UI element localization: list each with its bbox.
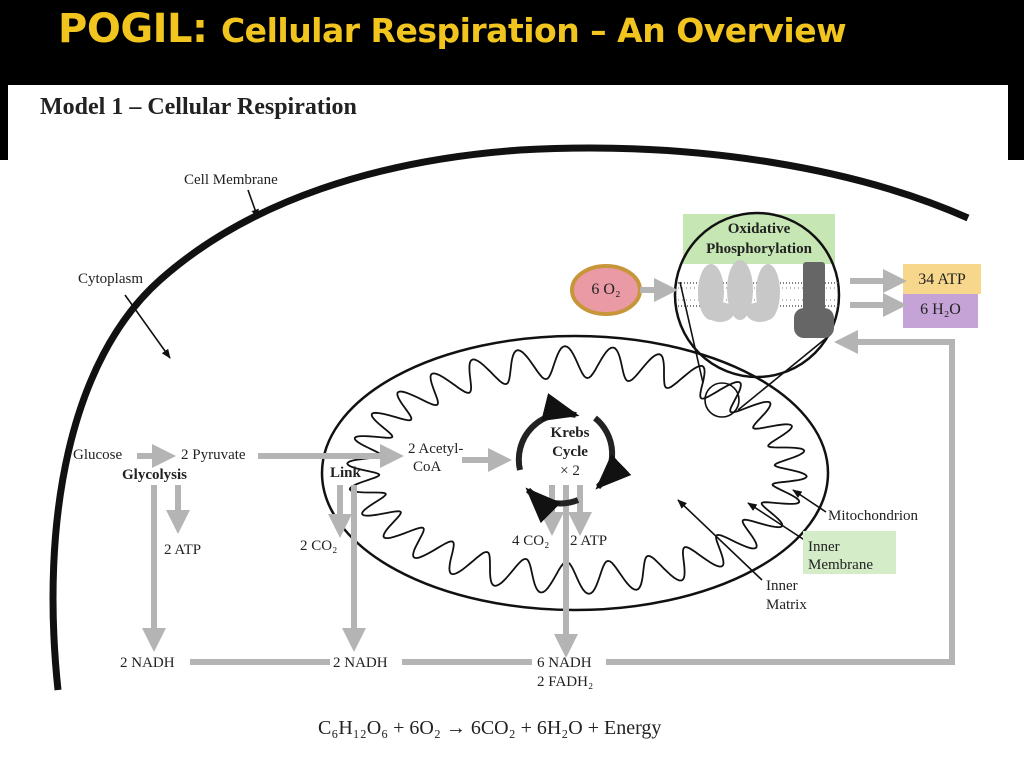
inner-membrane-label: Inner Membrane <box>808 538 873 574</box>
link-co2-label: 2 CO₂ <box>300 538 338 554</box>
link-label: Link <box>330 465 361 481</box>
oxidative-line1: Oxidative <box>727 221 791 237</box>
cytoplasm-label: Cytoplasm <box>78 271 144 287</box>
nadh-link-label: 2 NADH <box>333 655 388 671</box>
nadh-krebs-label: 6 NADH <box>537 655 592 671</box>
inner-membrane-label-bg <box>803 531 896 574</box>
inner-membrane-wavy <box>346 345 808 595</box>
oxidative-label-bg <box>683 214 835 264</box>
krebs-line2: Cycle <box>552 444 588 460</box>
nadh-glycolysis-label: 2 NADH <box>120 655 175 671</box>
fadh2-label: 2 FADH₂ <box>537 674 594 690</box>
acetyl-coa-line2: CoA <box>413 459 442 475</box>
inner-matrix-line1: Inner <box>766 578 798 594</box>
slide-title: POGIL: Cellular Respiration – An Overvie… <box>58 6 847 52</box>
krebs-arc-right <box>593 415 632 490</box>
inner-matrix-label: Inner Matrix <box>766 577 807 615</box>
krebs-line1: Krebs <box>550 425 590 441</box>
oxidative-phosphorylation-label: Oxidative Phosphorylation <box>683 219 835 259</box>
inner-matrix-pointer <box>677 499 763 581</box>
atp-34-box <box>903 264 981 294</box>
inner-matrix-line2: Matrix <box>766 597 807 613</box>
krebs-co2-label: 4 CO₂ <box>512 533 550 549</box>
mitochondrion-outer <box>320 334 830 612</box>
water-label: 6 H₂O <box>920 301 961 318</box>
zoom-line-left <box>679 281 704 384</box>
atp-34-label: 34 ATP <box>918 271 966 288</box>
krebs-arc-bottom <box>525 487 580 524</box>
krebs-cycle-label: Krebs Cycle × 2 <box>538 424 602 481</box>
glycolysis-label: Glycolysis <box>122 467 188 483</box>
respiration-equation: C₆H₁₂O₆ + 6O₂ → 6CO₂ + 6H₂O + Energy <box>318 717 662 739</box>
inner-membrane-line1: Inner <box>808 539 840 555</box>
water-box <box>903 294 978 328</box>
oxygen-label: 6 O₂ <box>591 281 621 298</box>
cell-membrane-label: Cell Membrane <box>184 172 278 188</box>
oxidative-line2: Phosphorylation <box>706 241 812 257</box>
title-bar <box>0 0 1024 90</box>
pyruvate-label: 2 Pyruvate <box>181 447 246 463</box>
glycolysis-atp-label: 2 ATP <box>164 542 202 558</box>
membrane-proteins <box>698 260 780 322</box>
inner-membrane-line2: Membrane <box>808 557 873 573</box>
acetyl-coa-line1: 2 Acetyl- <box>408 441 464 457</box>
glucose-label: Glucose <box>73 447 123 463</box>
krebs-times: × 2 <box>560 463 580 479</box>
mitochondrion-pointer <box>792 489 827 513</box>
model-panel <box>0 85 1024 768</box>
model-title: Model 1 – Cellular Respiration <box>40 94 357 120</box>
mitochondrion-label: Mitochondrion <box>828 508 918 524</box>
atp-synthase <box>794 262 834 338</box>
inner-membrane-pointer <box>747 502 807 542</box>
krebs-arc-top <box>515 393 580 471</box>
slide-title-rest: Cellular Respiration – An Overview <box>220 11 847 50</box>
panel-strip-left <box>0 85 8 160</box>
cell-membrane-pointer <box>247 189 259 219</box>
zoom-source-circle <box>704 382 740 418</box>
krebs-atp-label: 2 ATP <box>570 533 608 549</box>
gray-arrows <box>137 269 955 665</box>
cell-membrane-curve <box>49 144 970 691</box>
cytoplasm-pointer <box>124 294 171 359</box>
slide-title-main: POGIL: <box>58 6 208 52</box>
panel-strip-right <box>1008 85 1024 160</box>
